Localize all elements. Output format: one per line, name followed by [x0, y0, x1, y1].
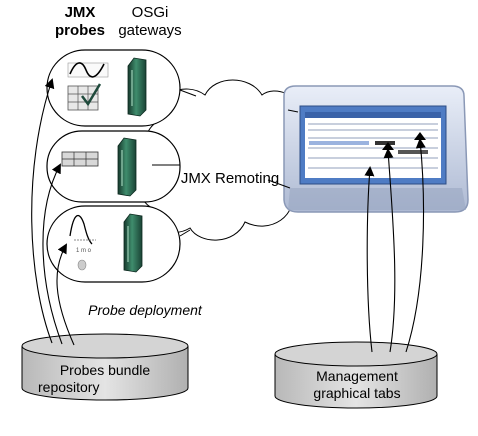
cylinder-icon	[21, 333, 189, 401]
bundle-repo-line-2: repository	[38, 379, 100, 395]
osgi-gateway-icon	[117, 137, 137, 197]
osgi-gateways-header: OSGi gateways	[108, 4, 192, 40]
probe-box-1	[46, 49, 181, 127]
mgmt-line-1: Management	[316, 368, 398, 384]
jmx-remoting-label: JMX Remoting	[180, 170, 280, 187]
deployment-arrows	[31, 78, 75, 346]
jmx-line-1: JMX	[64, 4, 96, 21]
bundle-repository-label: Probes bundle repository	[30, 362, 180, 396]
osgi-line-1: OSGi	[131, 4, 169, 21]
wave-probe-icon	[67, 62, 109, 78]
checklist-probe-icon	[67, 83, 102, 111]
cylinder-icon	[274, 341, 438, 409]
chart-probe-icon	[61, 151, 99, 167]
probe-box-2	[46, 130, 181, 203]
management-monitor	[283, 85, 469, 213]
bundle-repo-line-1: Probes bundle	[59, 362, 151, 378]
osgi-line-2: gateways	[118, 22, 182, 39]
management-arrows	[364, 138, 426, 353]
connector-lines	[152, 89, 299, 237]
monitor-arrow-tips	[382, 132, 426, 150]
osgi-gateway-icon	[123, 213, 143, 273]
osgi-gateway-icon	[127, 57, 147, 117]
jmx-probes-header: JMX probes	[44, 4, 116, 40]
mgmt-line-2: graphical tabs	[313, 385, 401, 401]
svg-text:1 m o: 1 m o	[76, 248, 92, 254]
graph-probe-icon: 1 m o	[69, 215, 96, 271]
probe-box-3	[46, 205, 181, 283]
probe-deployment-label: Probe deployment	[88, 302, 202, 318]
jmx-line-2: probes	[54, 22, 105, 39]
management-tabs-label: Management graphical tabs	[282, 368, 432, 402]
